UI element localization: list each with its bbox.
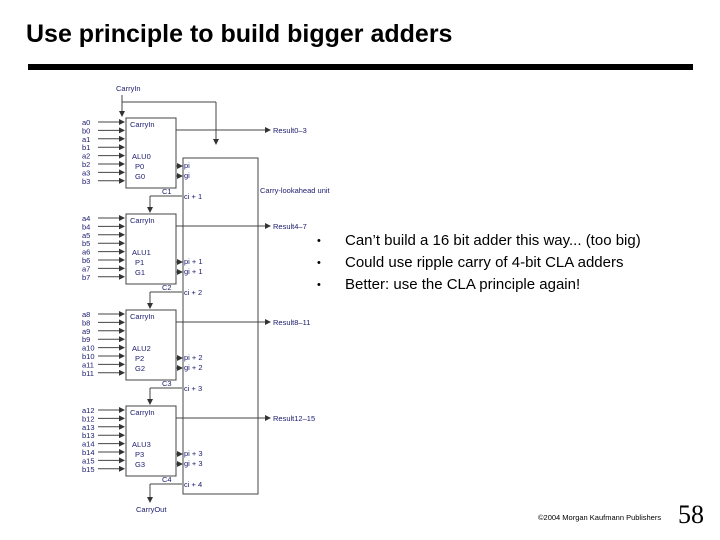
alu-input-label: a13 xyxy=(82,423,95,432)
alu-propagate-label: P1 xyxy=(135,258,144,267)
alu-propagate-label: P3 xyxy=(135,450,144,459)
alu-input-label: a1 xyxy=(82,135,90,144)
alu-carry-label: C3 xyxy=(162,379,172,388)
alu-input-label: b0 xyxy=(82,126,90,135)
alu-box xyxy=(125,117,177,189)
cla-pi-label: pi xyxy=(184,161,190,170)
alu-generate-label: G0 xyxy=(135,172,145,181)
cla-gi-label: gi + 3 xyxy=(184,459,203,468)
alu-propagate-label: P2 xyxy=(135,354,144,363)
alu-generate-label: G2 xyxy=(135,364,145,373)
alu-carryin-label: CarryIn xyxy=(130,120,155,129)
alu-name-label: ALU3 xyxy=(132,440,151,449)
alu-carry-label: C2 xyxy=(162,283,172,292)
alu-box xyxy=(125,405,177,477)
title-divider xyxy=(28,64,693,70)
alu-input-label: a15 xyxy=(82,456,95,465)
alu-generate-label: G1 xyxy=(135,268,145,277)
bullet-item: Can’t build a 16 bit adder this way... (… xyxy=(312,230,641,252)
alu-input-label: b15 xyxy=(82,465,95,474)
alu-carryin-label: CarryIn xyxy=(130,216,155,225)
alu-generate-label: G3 xyxy=(135,460,145,469)
alu-result-label: Result8–11 xyxy=(273,318,310,327)
alu-box xyxy=(125,309,177,381)
alu-input-label: a12 xyxy=(82,406,95,415)
alu-input-label: a14 xyxy=(82,440,95,449)
bullet-item: Could use ripple carry of 4-bit CLA adde… xyxy=(312,252,641,274)
alu-input-label: a9 xyxy=(82,327,90,336)
page-number: 58 xyxy=(678,500,704,529)
alu-input-label: b11 xyxy=(82,369,94,378)
alu-input-label: a11 xyxy=(82,360,94,369)
cla-pi-label: pi + 2 xyxy=(184,353,203,362)
alu-input-label: a6 xyxy=(82,248,90,257)
alu-input-label: a4 xyxy=(82,214,90,223)
alu-input-label: b1 xyxy=(82,143,90,152)
carry-in-label: CarryIn xyxy=(116,84,141,93)
alu-input-label: a8 xyxy=(82,310,90,319)
alu-input-label: b5 xyxy=(82,239,90,248)
cla-adder-diagram: Carry-lookahead unitCarryInCarryInALU0P0… xyxy=(82,84,331,514)
cla-gi-label: gi + 2 xyxy=(184,363,203,372)
alu-input-label: b7 xyxy=(82,273,90,282)
alu-input-label: b2 xyxy=(82,160,90,169)
alu-input-label: a7 xyxy=(82,264,90,273)
alu-name-label: ALU2 xyxy=(132,344,151,353)
alu-input-label: b10 xyxy=(82,352,95,361)
alu-input-label: b4 xyxy=(82,222,90,231)
alu-input-label: b14 xyxy=(82,448,95,457)
alu-input-label: a2 xyxy=(82,152,90,161)
alu-carry-label: C4 xyxy=(162,475,172,484)
alu-name-label: ALU1 xyxy=(132,248,151,257)
alu-input-label: b3 xyxy=(82,177,90,186)
alu-result-label: Result0–3 xyxy=(273,126,307,135)
slide-title: Use principle to build bigger adders xyxy=(26,20,453,48)
alu-carry-label: C1 xyxy=(162,187,172,196)
cla-ci-label: ci + 4 xyxy=(184,480,202,489)
alu-input-label: a10 xyxy=(82,344,95,353)
alu-input-label: a0 xyxy=(82,118,90,127)
cla-pi-label: pi + 1 xyxy=(184,257,203,266)
alu-propagate-label: P0 xyxy=(135,162,144,171)
alu-result-label: Result4–7 xyxy=(273,222,307,231)
cla-gi-label: gi + 1 xyxy=(184,267,203,276)
cla-ci-label: ci + 3 xyxy=(184,384,202,393)
alu-input-label: b8 xyxy=(82,318,90,327)
alu-input-label: a5 xyxy=(82,231,90,240)
alu-input-label: b9 xyxy=(82,335,90,344)
cla-ci-label: ci + 2 xyxy=(184,288,202,297)
alu-carryin-label: CarryIn xyxy=(130,312,155,321)
cla-pi-label: pi + 3 xyxy=(184,449,203,458)
copyright-notice: ©2004 Morgan Kaufmann Publishers xyxy=(538,513,662,522)
bullet-list: Can’t build a 16 bit adder this way... (… xyxy=(312,230,641,296)
alu-input-label: a3 xyxy=(82,168,90,177)
carry-lookahead-unit-box xyxy=(182,157,259,495)
alu-box xyxy=(125,213,177,285)
alu-input-label: b13 xyxy=(82,431,95,440)
alu-input-label: b6 xyxy=(82,256,90,265)
alu-name-label: ALU0 xyxy=(132,152,151,161)
bullet-item: Better: use the CLA principle again! xyxy=(312,274,641,296)
cla-gi-label: gi xyxy=(184,171,190,180)
alu-carryin-label: CarryIn xyxy=(130,408,155,417)
carry-out-label: CarryOut xyxy=(136,505,167,514)
alu-result-label: Result12–15 xyxy=(273,414,315,423)
cla-ci-label: ci + 1 xyxy=(184,192,202,201)
carry-lookahead-unit-label: Carry-lookahead unit xyxy=(260,186,331,195)
alu-input-label: b12 xyxy=(82,414,95,423)
